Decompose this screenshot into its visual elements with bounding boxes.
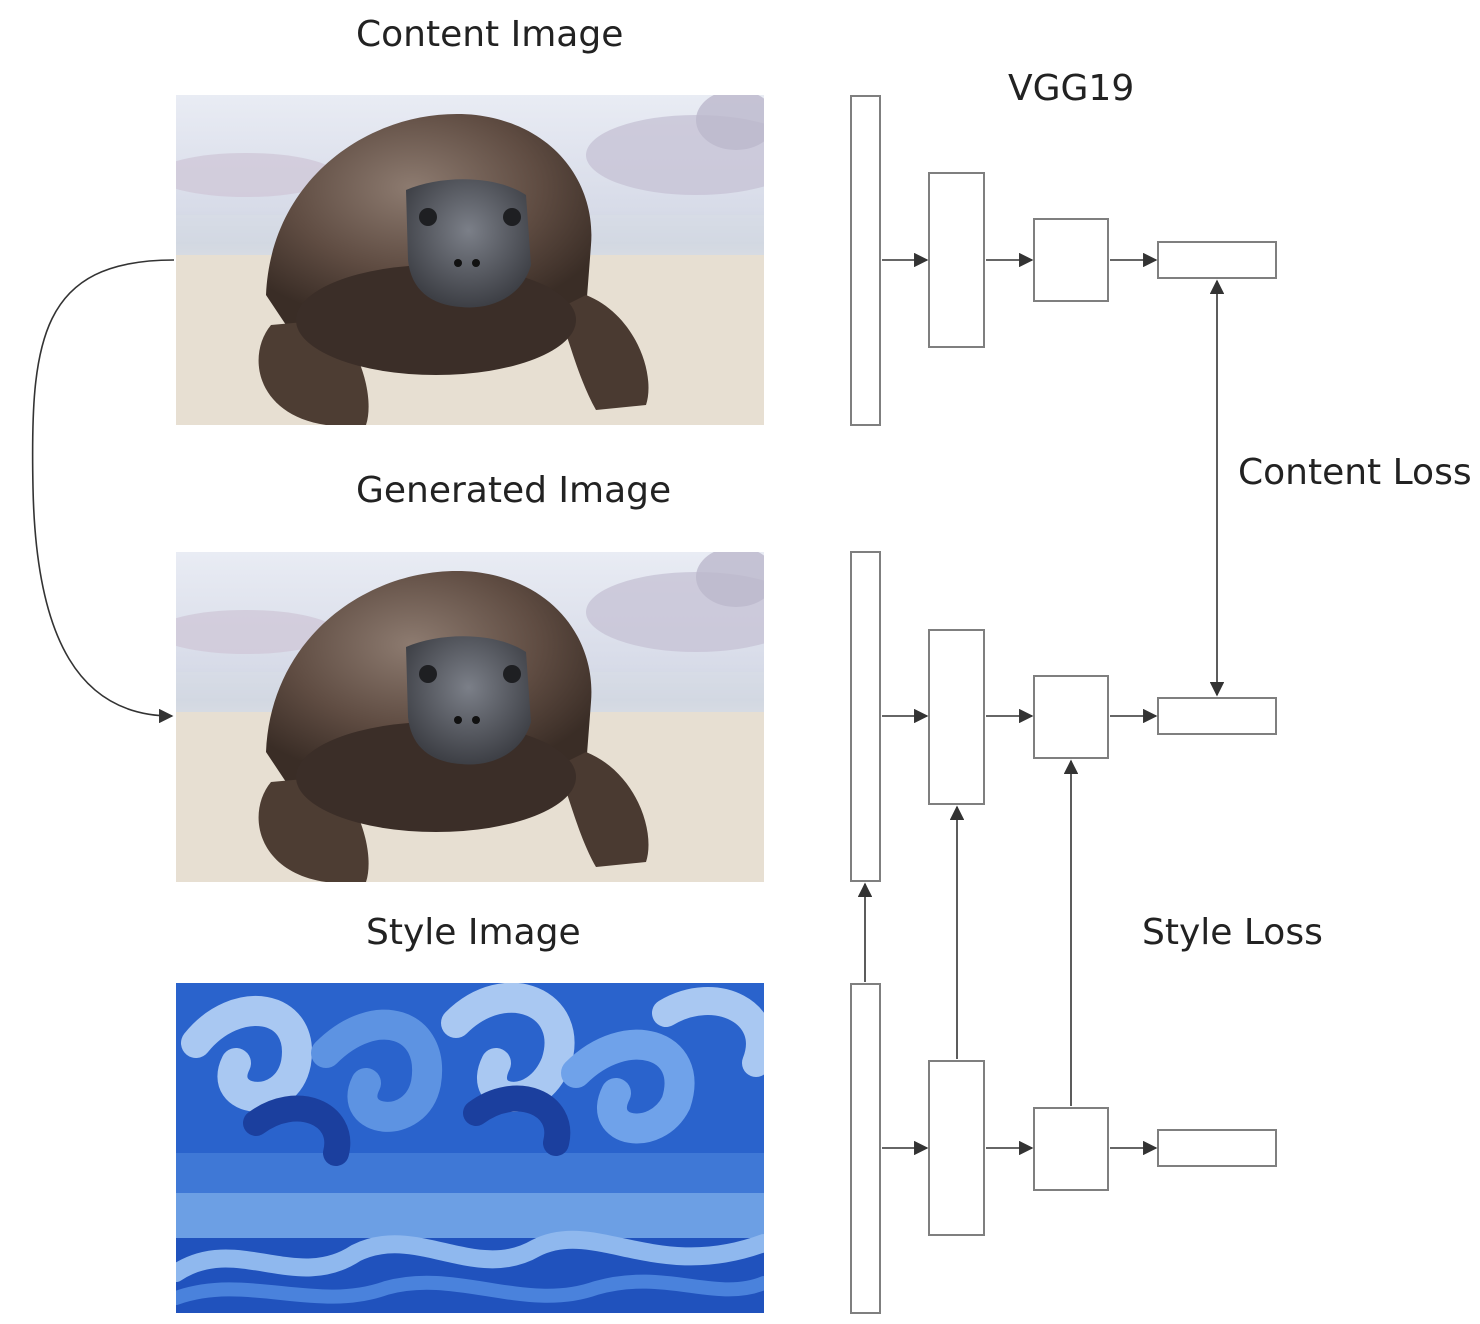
content-loss-label: Content Loss	[1238, 452, 1472, 493]
init-from-content-arrow	[31, 259, 175, 724]
style-layer-3	[1033, 1107, 1109, 1191]
generated-image-title: Generated Image	[356, 470, 672, 511]
style-image	[176, 983, 764, 1313]
content-image-title: Content Image	[356, 14, 624, 55]
generated-layer-2	[928, 629, 985, 805]
content-layer-2	[928, 172, 985, 348]
network-title: VGG19	[1008, 68, 1135, 109]
style-loss-label: Style Loss	[1142, 912, 1323, 953]
content-feature-output	[1157, 241, 1277, 279]
style-layer-2	[928, 1060, 985, 1236]
style-image-title: Style Image	[366, 912, 581, 953]
content-layer-3	[1033, 218, 1109, 302]
content-image	[176, 95, 764, 425]
generated-layer-3	[1033, 675, 1109, 759]
generated-image	[176, 552, 764, 882]
generated-feature-output	[1157, 697, 1277, 735]
content-input-layer	[850, 95, 881, 426]
style-feature-output	[1157, 1129, 1277, 1167]
generated-input-layer	[850, 551, 881, 882]
style-input-layer	[850, 983, 881, 1314]
